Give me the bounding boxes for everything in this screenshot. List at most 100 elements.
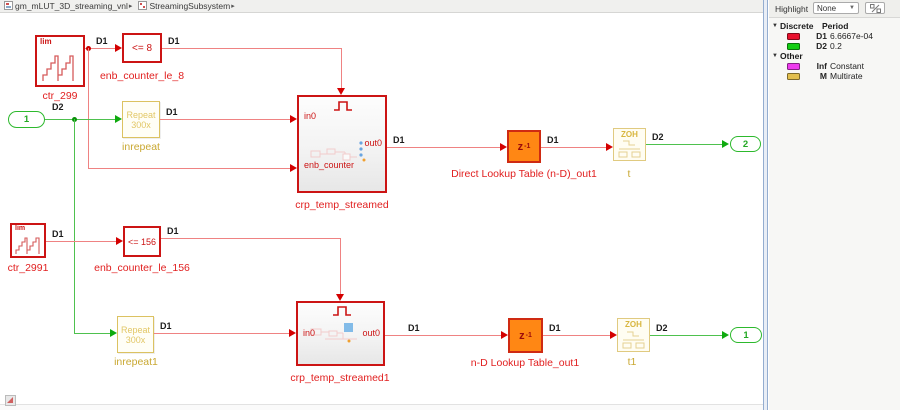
wire-repeat1-to-in0[interactable]	[154, 333, 289, 334]
inport-1[interactable]: 1	[8, 111, 45, 128]
breadcrumb-item-model[interactable]: gm_mLUT_3D_streaming_vnl ▸	[4, 0, 135, 12]
arrowhead	[500, 143, 507, 151]
signal-label-d1: D1	[167, 226, 179, 236]
legend-group-discrete[interactable]: ▼ Discrete Period	[769, 21, 900, 31]
breadcrumb: gm_mLUT_3D_streaming_vnl ▸ StreamingSubs…	[0, 0, 763, 13]
signal-label-d2: D2	[652, 132, 664, 142]
chevron-down-icon: ▼	[849, 5, 855, 11]
legend-row-m[interactable]: M Multirate	[769, 71, 900, 81]
wire-trigger-drop-2[interactable]	[340, 238, 341, 294]
outport-2[interactable]: 2	[730, 136, 761, 152]
wire-zoh-to-outport2[interactable]	[646, 144, 722, 145]
port-label-in0: in0	[304, 111, 317, 121]
wire-branch-to-repeat1[interactable]	[74, 333, 110, 334]
block-label[interactable]: crp_temp_streamed	[295, 199, 389, 211]
model-canvas[interactable]: lim ctr_299 D1 <= 8 enb_counter_le_8 D1 …	[0, 13, 763, 404]
wire-delay2-to-zoh[interactable]	[543, 335, 610, 336]
trigger-pulse-icon	[333, 306, 351, 316]
block-inrepeat[interactable]: Repeat 300x	[122, 101, 160, 138]
wire-ctr2991-to-compare[interactable]	[46, 241, 116, 242]
legend-group-other[interactable]: ▼ Other	[769, 51, 900, 61]
arrowhead	[115, 115, 122, 123]
wire-inport-to-repeat[interactable]	[45, 119, 115, 120]
wire-delay-to-zoh[interactable]	[541, 147, 606, 148]
wire-ctr299-to-compare[interactable]	[85, 48, 115, 49]
compare-operator-text: <= 8	[131, 42, 153, 54]
port-label-in0: in0	[303, 328, 316, 338]
block-label[interactable]: ctr_2991	[7, 262, 49, 274]
block-crp-temp-streamed1[interactable]: in0 out0	[296, 301, 385, 366]
block-label[interactable]: enb_counter_le_8	[99, 70, 185, 82]
block-nd-lookup-delay[interactable]: z-1	[508, 318, 543, 353]
vertical-scrollbar[interactable]	[763, 0, 768, 410]
block-label[interactable]: inrepeat	[122, 141, 160, 153]
block-rate-transition-t1[interactable]: ZOH	[617, 318, 650, 352]
legend-row-d2[interactable]: D2 0.2	[769, 41, 900, 51]
legend-row-inf[interactable]: Inf Constant	[769, 61, 900, 71]
block-label[interactable]: inrepeat1	[114, 356, 158, 368]
wire-ctr299-branch[interactable]	[88, 48, 89, 168]
block-crp-temp-streamed[interactable]: in0 enb_counter out0	[297, 95, 387, 193]
delay-z-text: z	[519, 329, 525, 342]
tree-collapse-icon[interactable]: ▼	[772, 53, 778, 59]
arrowhead	[115, 44, 122, 52]
breadcrumb-label[interactable]: gm_mLUT_3D_streaming_vnl	[15, 1, 128, 11]
wire-zoh1-to-outport1[interactable]	[650, 335, 722, 336]
arrowhead	[610, 331, 617, 339]
block-label[interactable]: enb_counter_le_156	[94, 262, 190, 274]
wire-compare156-to-trigger[interactable]	[161, 238, 340, 239]
zoh-diagram-icon	[618, 140, 641, 158]
signal-label-d1: D1	[393, 135, 405, 145]
outport-number: 1	[743, 329, 749, 341]
breadcrumb-separator-icon[interactable]: ▸	[231, 3, 235, 10]
block-label[interactable]: n-D Lookup Table_out1	[470, 357, 580, 369]
block-inrepeat1[interactable]: Repeat 300x	[117, 316, 154, 353]
block-enb-counter-le-156[interactable]: <= 156	[123, 226, 161, 257]
port-label-out0: out0	[362, 328, 380, 338]
inport-number: 1	[23, 114, 30, 125]
block-ctr-299[interactable]: lim	[35, 35, 85, 87]
subsystem-preview	[310, 323, 357, 343]
wire-repeat-to-in0[interactable]	[160, 119, 290, 120]
wire-crp-to-delay[interactable]	[387, 147, 500, 148]
outport-1[interactable]: 1	[730, 327, 762, 343]
wire-inport-branch[interactable]	[74, 119, 75, 333]
block-label[interactable]: Direct Lookup Table (n-D)_out1	[451, 168, 597, 180]
legend-key: Inf	[816, 61, 827, 71]
model-icon	[4, 0, 13, 12]
subsystem-icon	[138, 0, 148, 12]
legend-row-d1[interactable]: D1 6.6667e-04	[769, 31, 900, 41]
wire-trigger-drop[interactable]	[341, 48, 342, 88]
legend-key: D2	[816, 41, 827, 51]
port-label-out0: out0	[364, 138, 382, 148]
wire-compare-to-trigger[interactable]	[162, 48, 341, 49]
block-label[interactable]: crp_temp_streamed1	[290, 372, 390, 384]
breadcrumb-item-subsystem[interactable]: StreamingSubsystem ▸	[138, 0, 237, 12]
repeat-text: 300x	[125, 334, 146, 345]
horizontal-scrollbar[interactable]	[0, 404, 763, 410]
breadcrumb-separator-icon[interactable]: ▸	[128, 3, 133, 10]
wire-crp1-to-delay[interactable]	[385, 335, 501, 336]
block-enb-counter-le-8[interactable]: <= 8	[122, 33, 162, 63]
fade-toggle-button[interactable]	[865, 2, 885, 14]
block-direct-lookup-delay[interactable]: z-1	[507, 130, 541, 163]
delay-exp-text: -1	[524, 143, 531, 150]
block-label[interactable]: ctr_299	[42, 90, 78, 102]
block-ctr-2991[interactable]: lim	[10, 223, 46, 258]
block-rate-transition-t[interactable]: ZOH	[613, 128, 646, 161]
block-label[interactable]: t	[627, 168, 631, 180]
legend-group-name: Discrete	[779, 21, 814, 31]
breadcrumb-label[interactable]: StreamingSubsystem	[149, 1, 231, 11]
arrowhead	[289, 329, 296, 337]
tree-collapse-icon[interactable]: ▼	[772, 23, 778, 29]
zoh-diagram-icon	[622, 331, 645, 349]
signal-label-d1: D1	[547, 135, 559, 145]
wire-to-enb-port[interactable]	[88, 168, 290, 169]
highlight-dropdown[interactable]: None ▼	[813, 2, 859, 14]
highlight-dropdown-value: None	[817, 3, 837, 13]
block-label[interactable]: t1	[627, 356, 637, 368]
counter-lim-badge: lim	[40, 37, 52, 46]
repeat-text: 300x	[131, 119, 151, 130]
arrowhead	[722, 140, 729, 148]
